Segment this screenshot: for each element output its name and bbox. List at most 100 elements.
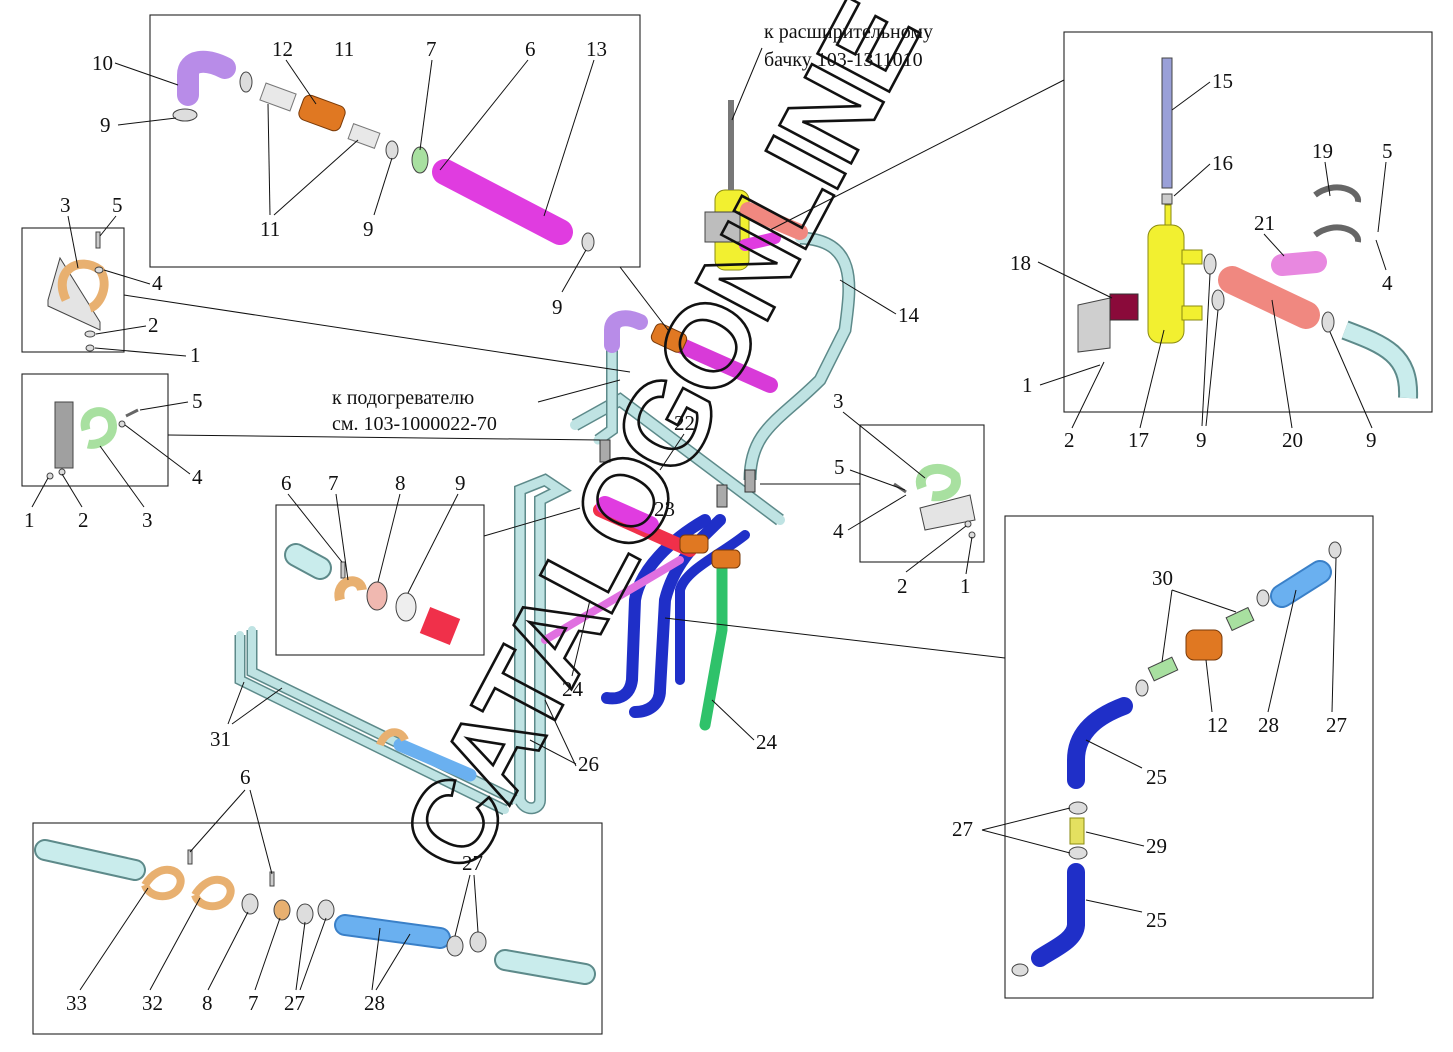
box-f-callouts: 6 7 8 9 (281, 471, 581, 594)
callout-h-6: 6 (240, 765, 251, 789)
callout-e-2: 2 (897, 574, 908, 598)
box-h-callouts: 6 27 33 32 8 7 27 28 (66, 765, 483, 1015)
callout-33: 33 (66, 991, 87, 1015)
callout-7: 7 (426, 37, 437, 61)
box-a-parts (172, 50, 595, 252)
callout-b-5: 5 (112, 193, 123, 217)
watermark-text: CATALOGONLINE (376, 0, 943, 892)
callout-h-27-bottom: 27 (284, 991, 305, 1015)
callout-24-left: 24 (562, 677, 584, 701)
callout-h-8: 8 (202, 991, 213, 1015)
callout-d-9-mid: 9 (1196, 428, 1207, 452)
box-b-parts (47, 231, 109, 352)
callout-h-27-top: 27 (462, 851, 483, 875)
callout-f-8: 8 (395, 471, 406, 495)
detail-box-a (149, 14, 641, 268)
box-g-callouts: 30 12 28 27 25 27 29 25 (664, 557, 1347, 932)
callout-14: 14 (898, 303, 920, 327)
callout-f-6: 6 (281, 471, 292, 495)
detail-box-e (859, 424, 985, 563)
callout-g-27-top: 27 (1326, 713, 1347, 737)
box-b-callouts: 3 5 4 2 1 (60, 193, 631, 373)
callout-29: 29 (1146, 834, 1167, 858)
callout-e-4: 4 (833, 519, 844, 543)
detail-box-g (1004, 515, 1374, 999)
box-c-callouts: 5 4 1 2 3 (24, 389, 601, 532)
box-c-parts (46, 401, 139, 480)
callout-6: 6 (525, 37, 536, 61)
box-h-parts (34, 839, 596, 985)
watermark: CATALOGONLINE (375, 0, 945, 894)
main-callouts: 14 22 23 24 24 31 26 (210, 279, 920, 776)
callout-26: 26 (578, 752, 599, 776)
caption-to-heater-line2: см. 103-1000022-70 (332, 413, 497, 435)
callout-11-top: 11 (334, 37, 354, 61)
detail-box-h (32, 822, 603, 1035)
callout-h-28: 28 (364, 991, 385, 1015)
callout-28: 28 (1258, 713, 1279, 737)
box-d-callouts: 15 16 19 5 21 18 4 1 2 17 9 20 9 (769, 69, 1393, 452)
detail-box-f (275, 504, 485, 656)
callout-12: 12 (272, 37, 293, 61)
callout-20: 20 (1282, 428, 1303, 452)
callout-b-2: 2 (148, 313, 159, 337)
callout-21: 21 (1254, 211, 1275, 235)
callout-e-5: 5 (834, 455, 845, 479)
callout-c-1: 1 (24, 508, 35, 532)
callout-f-7: 7 (328, 471, 339, 495)
callout-23: 23 (654, 497, 675, 521)
callout-c-2: 2 (78, 508, 89, 532)
detail-box-d (1063, 31, 1433, 413)
callout-30: 30 (1152, 566, 1173, 590)
callout-e-1: 1 (960, 574, 971, 598)
callout-13: 13 (586, 37, 607, 61)
callout-d-2: 2 (1064, 428, 1075, 452)
callout-c-4: 4 (192, 465, 203, 489)
caption-to-tank-line2: бачку 103-1311010 (764, 49, 923, 71)
callout-15: 15 (1212, 69, 1233, 93)
callout-32: 32 (142, 991, 163, 1015)
box-d-parts (1077, 57, 1419, 399)
box-e-callouts: 3 5 4 2 1 (760, 389, 973, 598)
caption-to-heater: к подогревателю см. 103-1000022-70 (332, 379, 621, 435)
callout-18: 18 (1010, 251, 1031, 275)
callout-b-1: 1 (190, 343, 201, 367)
caption-to-heater-line1: к подогревателю (332, 387, 474, 409)
caption-to-tank-line1: к расширительному (764, 21, 933, 43)
callout-g-27-mid: 27 (952, 817, 973, 841)
callout-d-1: 1 (1022, 373, 1033, 397)
callout-22: 22 (674, 411, 695, 435)
callout-16: 16 (1212, 151, 1233, 175)
callout-31: 31 (210, 727, 231, 751)
callout-17: 17 (1128, 428, 1149, 452)
callout-c-3: 3 (142, 508, 153, 532)
box-f-parts (284, 543, 461, 645)
callout-d-9-right: 9 (1366, 428, 1377, 452)
callout-b-3: 3 (60, 193, 71, 217)
callout-11-bottom: 11 (260, 217, 280, 241)
callout-9-right: 9 (552, 295, 563, 319)
callout-g-25-bottom: 25 (1146, 908, 1167, 932)
callout-b-4: 4 (152, 271, 163, 295)
detail-box-c (21, 373, 169, 487)
callout-c-5: 5 (192, 389, 203, 413)
callout-10: 10 (92, 51, 113, 75)
callout-9-left: 9 (100, 113, 111, 137)
callout-19: 19 (1312, 139, 1333, 163)
callout-f-9: 9 (455, 471, 466, 495)
callout-e-3: 3 (833, 389, 844, 413)
callout-24-right: 24 (756, 730, 778, 754)
caption-to-tank: к расширительному бачку 103-1311010 (731, 21, 933, 121)
box-a-callouts: 10 12 11 7 6 13 9 11 9 9 (92, 37, 669, 331)
callout-h-7: 7 (248, 991, 259, 1015)
callout-d-4: 4 (1382, 271, 1393, 295)
box-g-parts (1011, 541, 1342, 977)
detail-box-b (21, 227, 125, 353)
callout-9-mid: 9 (363, 217, 374, 241)
main-assembly (234, 100, 856, 815)
callout-g-12: 12 (1207, 713, 1228, 737)
callout-d-5: 5 (1382, 139, 1393, 163)
box-e-parts (893, 463, 976, 539)
callout-g-25-top: 25 (1146, 765, 1167, 789)
